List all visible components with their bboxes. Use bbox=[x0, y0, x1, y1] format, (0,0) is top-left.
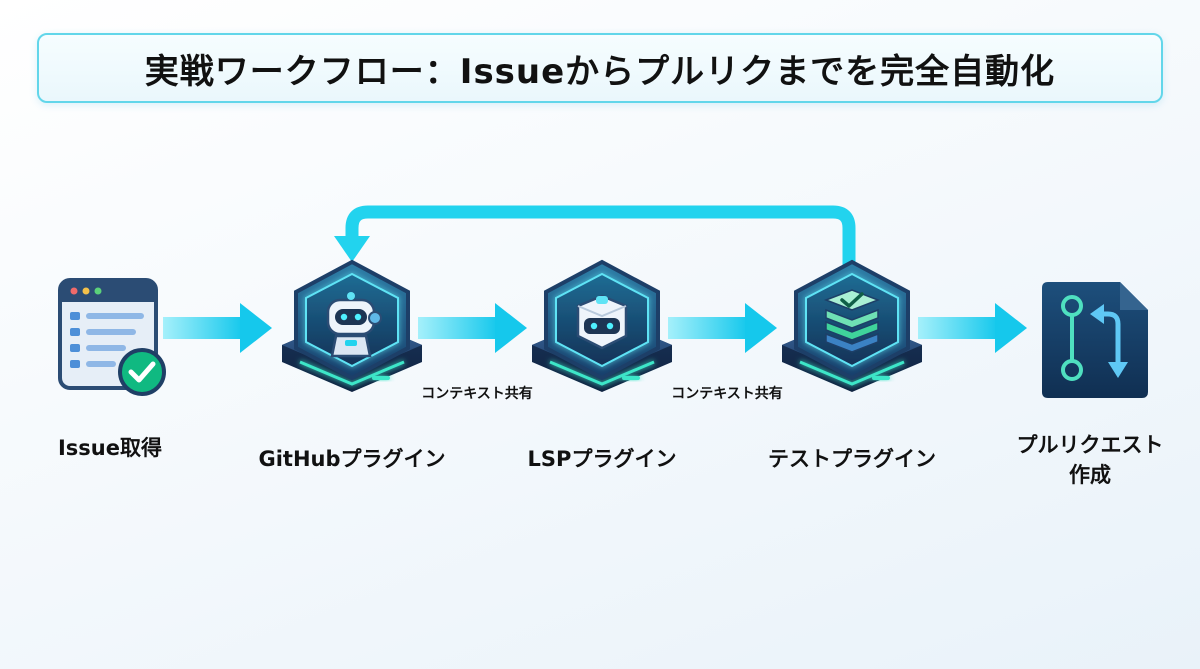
stage-label-github-plugin: GitHubプラグイン bbox=[258, 447, 446, 471]
stage-label-issue: Issue取得 bbox=[57, 436, 162, 460]
stage-label-test-plugin: テストプラグイン bbox=[768, 447, 936, 471]
issue-checklist-icon bbox=[58, 278, 166, 396]
title-banner: 実戦ワークフロー：Issueからプルリクまでを完全自動化 bbox=[37, 33, 1163, 103]
test-stack-plugin-icon bbox=[782, 259, 922, 392]
flow-arrow-1 bbox=[163, 303, 272, 353]
stage-label-lsp-plugin: LSPプラグイン bbox=[527, 447, 677, 471]
connector-label-2: コンテキスト共有 bbox=[671, 386, 783, 402]
pull-request-icon bbox=[1042, 282, 1148, 398]
cube-bot-plugin-icon bbox=[532, 259, 672, 392]
robot-plugin-icon bbox=[282, 259, 422, 392]
feedback-loop-arrow bbox=[334, 205, 856, 275]
flow-arrow-4 bbox=[918, 303, 1027, 353]
flow-arrow-2 bbox=[418, 303, 527, 353]
connector-label-1: コンテキスト共有 bbox=[421, 386, 533, 402]
page-title: 実戦ワークフロー：Issueからプルリクまでを完全自動化 bbox=[144, 51, 1056, 92]
stage-label-pull-request: プルリクエスト作成 bbox=[1016, 433, 1164, 487]
flow-arrow-3 bbox=[668, 303, 777, 353]
